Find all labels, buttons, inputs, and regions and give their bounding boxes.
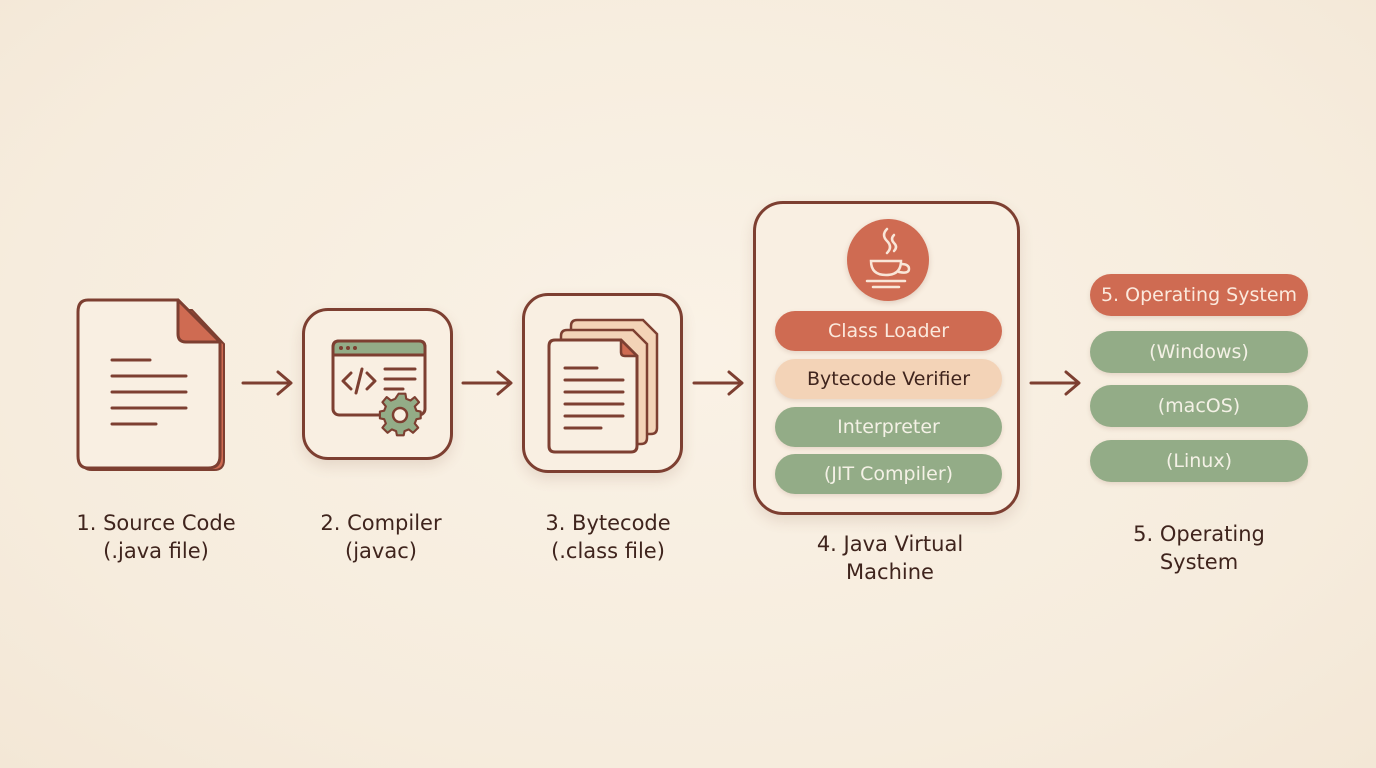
jvm-interpreter: Interpreter: [775, 407, 1002, 447]
step-3-label: 3. Bytecode (.class file): [508, 509, 708, 565]
jvm-bytecode-verifier: Bytecode Verifier: [775, 359, 1002, 399]
arrow-1-icon: [241, 370, 293, 396]
step-4-label: 4. Java Virtual Machine: [790, 530, 990, 586]
arrow-3-icon: [692, 370, 744, 396]
step-2-label: 2. Compiler (javac): [281, 509, 481, 565]
os-macos: (macOS): [1090, 385, 1308, 427]
os-header: 5. Operating System: [1090, 274, 1308, 316]
os-windows: (Windows): [1090, 331, 1308, 373]
step-4-subtitle: Machine: [846, 560, 934, 584]
source-code-node: [74, 294, 236, 476]
bytecode-node: [522, 293, 683, 473]
step-1-label: 1. Source Code (.java file): [56, 509, 256, 565]
document-icon: [76, 298, 225, 471]
java-coffee-badge: [847, 219, 929, 301]
java-coffee-icon: [865, 227, 911, 289]
step-4-title: 4. Java Virtual: [816, 532, 964, 556]
arrow-4-icon: [1029, 370, 1081, 396]
step-1-subtitle: (.java file): [103, 539, 209, 563]
arrow-2-icon: [461, 370, 513, 396]
step-5-title: 5. Operating: [1133, 522, 1265, 546]
compiler-node: [302, 308, 453, 460]
stacked-documents-icon: [547, 318, 659, 454]
os-linux: (Linux): [1090, 440, 1308, 482]
step-5-label: 5. Operating System: [1099, 520, 1299, 576]
jvm-class-loader: Class Loader: [775, 311, 1002, 351]
step-2-subtitle: (javac): [345, 539, 417, 563]
step-5-subtitle: System: [1159, 550, 1239, 574]
code-window-gear-icon: [331, 339, 427, 437]
step-1-title: 1. Source Code: [76, 511, 236, 535]
step-2-title: 2. Compiler: [320, 511, 442, 535]
step-3-title: 3. Bytecode: [545, 511, 671, 535]
jvm-jit-compiler: (JIT Compiler): [775, 454, 1002, 494]
step-3-subtitle: (.class file): [551, 539, 665, 563]
